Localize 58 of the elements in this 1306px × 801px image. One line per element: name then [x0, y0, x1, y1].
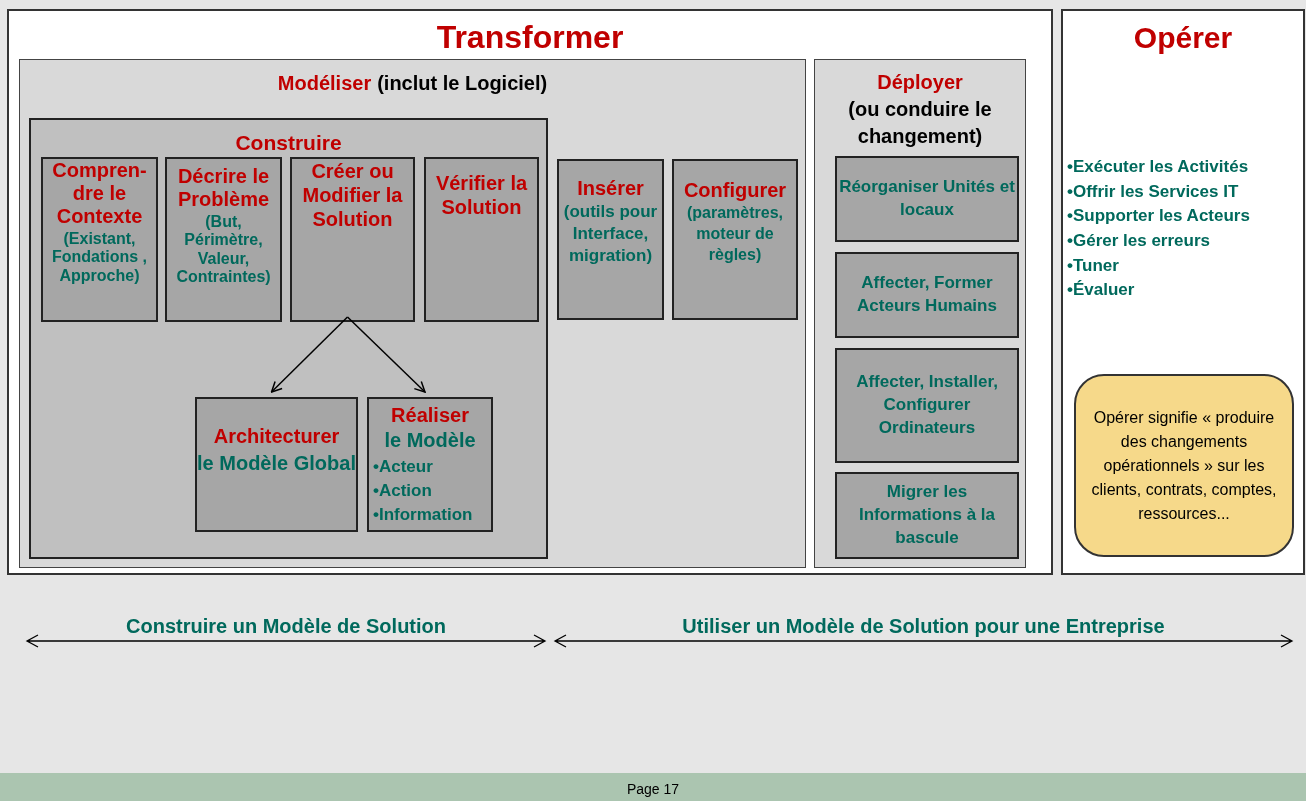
process-box	[835, 156, 1019, 242]
node-text: •Exécuter les Activités	[1066, 156, 1249, 178]
node-title: Créer ou Modifier la Solution	[301, 159, 404, 231]
node-title: Déployer	[877, 70, 963, 95]
node-text: le Modèle	[384, 428, 476, 453]
node-text: (Existant, Fondations , Approche)	[50, 230, 149, 286]
node-text: •Offrir les Services IT	[1066, 180, 1239, 203]
stage-panel	[19, 59, 806, 568]
node-text: (outils pour Interface, migration)	[562, 201, 659, 268]
node-text: •Supporter les Acteurs	[1066, 205, 1250, 228]
node-text: (But, Périmètre, Valeur, Contraintes)	[175, 213, 272, 287]
node-text: •Tuner	[1066, 254, 1119, 277]
node-text: •Information	[372, 503, 473, 526]
node-title: Réaliser	[391, 403, 469, 428]
process-box	[835, 348, 1019, 463]
group-panel	[29, 118, 548, 559]
node-title: Décrire le Problème	[176, 165, 271, 211]
node-title: Construire	[235, 130, 342, 156]
process-box	[41, 157, 158, 322]
node-text: (ou conduire le changement)	[847, 97, 993, 149]
node-text: •Gérer les erreurs	[1066, 229, 1210, 252]
node-text: •Action	[372, 479, 432, 502]
arrow	[270, 316, 349, 393]
page-number: Page 17	[626, 780, 680, 799]
range-label: Utiliser un Modèle de Solution pour une Entreprise	[682, 614, 1165, 639]
process-box	[835, 472, 1019, 559]
process-box	[557, 159, 664, 320]
note-callout	[1074, 374, 1294, 557]
process-box	[195, 397, 358, 532]
node-title: Insérer	[577, 176, 644, 201]
process-box	[672, 159, 798, 320]
process-box	[424, 157, 539, 322]
arrow	[346, 316, 426, 393]
node-title: Opérer signifie « produire des changements opérationnels » sur les clients, contrats, comptes, ressources...	[1090, 407, 1278, 524]
node-title: Affecter, Installer, Configurer Ordinateurs	[855, 371, 999, 439]
node-title: Modéliser	[277, 71, 372, 96]
node-text: le Modèle Global	[197, 451, 356, 476]
node-text: •Évaluer	[1066, 279, 1135, 302]
node-title: Affecter, Former Acteurs Humains	[856, 272, 998, 317]
node-title: Vérifier la Solution	[434, 171, 529, 219]
node-title: Réorganiser Unités et locaux	[838, 176, 1016, 221]
stage-panel	[814, 59, 1026, 568]
node-title: Migrer les Informations à la bascule	[858, 481, 996, 549]
node-text: •Acteur	[372, 456, 433, 478]
process-box	[835, 252, 1019, 338]
stage-panel	[1061, 9, 1305, 575]
node-title: Architecturer	[213, 424, 340, 449]
process-box	[165, 157, 282, 322]
range-label: Construire un Modèle de Solution	[126, 614, 446, 639]
node-title: Compren- dre le Contexte	[51, 159, 148, 228]
node-title: Transformer	[436, 21, 624, 53]
node-title: Configurer	[683, 178, 787, 203]
node-text: (paramètres, moteur de règles)	[685, 203, 784, 265]
stage-panel	[7, 9, 1053, 575]
node-title: Opérer	[1133, 23, 1233, 53]
process-box	[290, 157, 415, 322]
process-box	[367, 397, 493, 532]
node-text: (inclut le Logiciel)	[377, 71, 548, 96]
